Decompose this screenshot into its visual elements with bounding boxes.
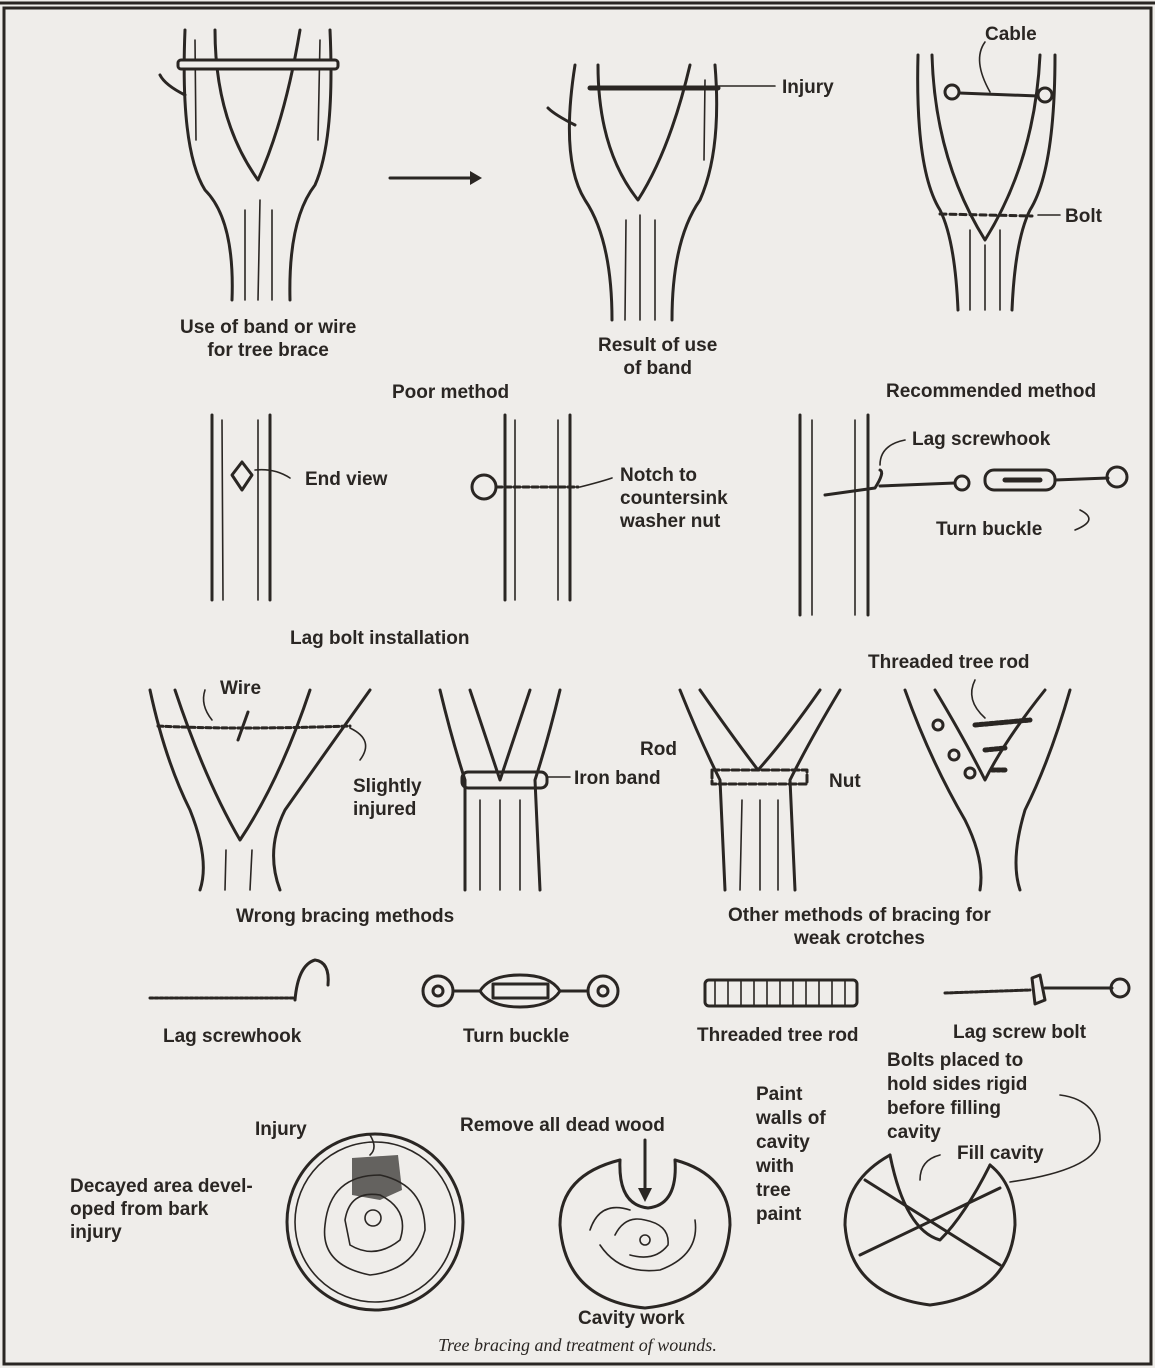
arrow-right xyxy=(390,171,482,185)
label-iron-band: Iron band xyxy=(574,767,661,790)
label-wire: Wire xyxy=(220,677,261,700)
label-threaded-tree-rod: Threaded tree rod xyxy=(697,1024,859,1047)
label-end-view: End view xyxy=(305,468,387,491)
threaded-tree-rod-part xyxy=(705,980,857,1006)
label-result-band: Result of use of band xyxy=(598,334,717,380)
label-band-wire: Use of band or wire for tree brace xyxy=(180,316,356,362)
cable xyxy=(959,93,1038,96)
label-remove-dead-wood: Remove all dead wood xyxy=(460,1114,665,1137)
trunk-lag-bolt xyxy=(472,415,612,600)
tree-band-illustration xyxy=(160,30,338,300)
label-slightly-injured: Slightly injured xyxy=(353,775,422,821)
tree-injured-illustration xyxy=(548,65,718,320)
label-lag-bolt-installation: Lag bolt installation xyxy=(290,627,469,650)
label-cavity-work: Cavity work xyxy=(578,1307,685,1330)
label-other-methods: Other methods of bracing for weak crotch… xyxy=(728,904,991,950)
tree-threaded-rod xyxy=(905,680,1070,890)
figure-caption: Tree bracing and treatment of wounds. xyxy=(0,1335,1155,1356)
lag-screwhook-part xyxy=(150,960,328,1000)
label-paint-walls: Paint walls of cavity with tree paint xyxy=(756,1083,826,1227)
label-turn-buckle-top: Turn buckle xyxy=(936,518,1042,541)
tree-cable-illustration xyxy=(918,55,1055,310)
label-turn-buckle: Turn buckle xyxy=(463,1025,569,1048)
label-threaded-rod-top: Threaded tree rod xyxy=(868,651,1030,674)
label-injury-bottom: Injury xyxy=(255,1118,307,1141)
label-bolts-placed: Bolts placed to hold sides rigid before … xyxy=(887,1049,1027,1145)
label-wrong-bracing: Wrong bracing methods xyxy=(236,905,454,928)
label-poor-method: Poor method xyxy=(392,381,509,404)
label-cable: Cable xyxy=(985,23,1037,46)
label-bolt: Bolt xyxy=(1065,205,1102,228)
tree-wire-wrong xyxy=(150,690,370,890)
tree-iron-band-wrong xyxy=(440,690,570,890)
lag-screw-bolt-part xyxy=(945,975,1129,1004)
decayed-trunk-section xyxy=(287,1134,463,1310)
label-decayed-area: Decayed area devel- oped from bark injur… xyxy=(70,1175,253,1244)
label-lag-screwhook: Lag screwhook xyxy=(163,1025,301,1048)
band xyxy=(178,60,338,69)
label-nut: Nut xyxy=(829,770,861,793)
label-notch: Notch to countersink washer nut xyxy=(620,464,728,533)
turn-buckle-part xyxy=(423,975,618,1007)
filled-cavity-section xyxy=(845,1155,1015,1305)
trunk-end-view xyxy=(212,415,290,600)
label-recommended-method: Recommended method xyxy=(886,380,1096,403)
label-lag-screw-bolt: Lag screw bolt xyxy=(953,1021,1086,1044)
label-injury-top: Injury xyxy=(782,76,834,99)
tree-rod xyxy=(680,690,840,890)
label-rod: Rod xyxy=(640,738,677,761)
label-lag-screwhook-top: Lag screwhook xyxy=(912,428,1050,451)
bolt xyxy=(940,214,1032,216)
label-fill-cavity: Fill cavity xyxy=(957,1142,1044,1165)
